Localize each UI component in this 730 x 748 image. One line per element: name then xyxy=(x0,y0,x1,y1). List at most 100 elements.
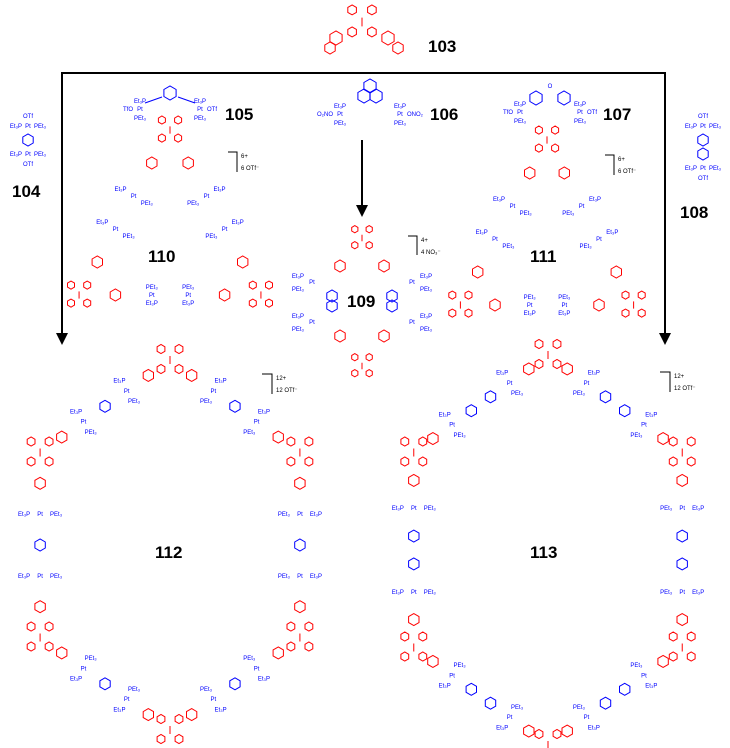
pet3-label: PEt₃ xyxy=(85,656,98,662)
pyridine-ring xyxy=(523,362,535,376)
arrowhead-center xyxy=(356,205,368,217)
label-108: 108 xyxy=(680,203,708,222)
otf-label: OTf xyxy=(698,176,708,182)
pt-label: Pt xyxy=(700,124,706,130)
pyridine-ring xyxy=(472,265,484,279)
pet3-label: PEt₃ xyxy=(243,430,256,436)
et3p-label: Et₃P xyxy=(589,197,601,203)
phenyl-ring xyxy=(534,358,544,370)
tpe-ligand xyxy=(448,290,473,318)
phenyl-ring xyxy=(637,290,646,300)
pyridine-ring xyxy=(142,708,154,722)
pyridine-ring xyxy=(109,288,122,302)
charge-value: 6+ xyxy=(241,154,248,160)
pt-label: Pt xyxy=(137,107,143,113)
phenyl-ring xyxy=(286,621,296,632)
phenyl-ring xyxy=(418,456,428,467)
pt-label: Pt xyxy=(149,293,155,299)
pt-label: Pt xyxy=(700,166,706,172)
phenyl-ring xyxy=(157,133,166,143)
et3p-label: Et₃P xyxy=(215,708,227,714)
et3p-label: Et₃P xyxy=(310,574,322,580)
pet3-label: PEt₃ xyxy=(50,512,63,518)
linker-ring xyxy=(99,399,111,413)
phenyl-ring xyxy=(304,436,314,447)
et3p-label: Et₃P xyxy=(96,220,108,226)
et3p-label: Et₃P xyxy=(493,197,505,203)
phenyl-ring xyxy=(174,115,183,125)
pet3-label: PEt₃ xyxy=(660,506,673,512)
tpe-ligand xyxy=(351,353,373,378)
pt-label: Pt xyxy=(641,673,647,679)
pyridine-ring xyxy=(427,654,439,668)
phenanthrene-ring xyxy=(386,289,398,303)
phenyl-ring xyxy=(400,436,410,447)
linker-ring xyxy=(484,696,497,710)
pet3-label: PEt₃ xyxy=(524,295,537,301)
leaving-group-label: OTf xyxy=(587,110,597,116)
charge-value: 12+ xyxy=(674,374,685,380)
pyridine-ring xyxy=(294,600,306,614)
pt-label: Pt xyxy=(397,112,403,118)
leaving-group-label: TfO xyxy=(123,107,133,113)
phenyl-ring xyxy=(67,298,75,308)
linker-ring xyxy=(408,557,420,571)
pyridine-ring xyxy=(91,255,103,269)
ring xyxy=(369,88,383,104)
phenyl-ring xyxy=(365,241,373,250)
phenyl-ring xyxy=(367,4,377,16)
pt-label: Pt xyxy=(210,389,216,395)
pet3-label: PEt₃ xyxy=(182,285,195,291)
pet3-label: PEt₃ xyxy=(424,590,437,596)
pyridine-ring xyxy=(657,432,669,446)
pt-label: Pt xyxy=(507,715,513,721)
phenyl-ring xyxy=(365,353,373,362)
ring xyxy=(529,90,543,106)
pet3-label: PEt₃ xyxy=(200,687,213,693)
pet3-label: PEt₃ xyxy=(558,295,571,301)
phenyl-ring xyxy=(365,225,373,234)
ring xyxy=(557,90,571,106)
counterion: 6 OTf⁻ xyxy=(618,169,636,175)
tpe-ligand xyxy=(351,225,373,250)
pet3-label: PEt₃ xyxy=(134,116,147,122)
phenyl-ring xyxy=(44,456,54,467)
pt-label: Pt xyxy=(197,107,203,113)
et3p-label: Et₃P xyxy=(392,590,404,596)
linker-ring xyxy=(465,404,477,418)
phenyl-ring xyxy=(534,338,544,350)
et3p-label: Et₃P xyxy=(10,124,22,130)
leaving-group-label: ONO₂ xyxy=(407,112,424,118)
pet3-label: PEt₃ xyxy=(278,512,291,518)
pet3-label: PEt₃ xyxy=(278,574,291,580)
phenyl-ring xyxy=(668,631,678,642)
et3p-label: Et₃P xyxy=(524,311,536,317)
pet3-label: PEt₃ xyxy=(574,119,587,125)
pet3-label: PEt₃ xyxy=(34,124,47,130)
phenyl-ring xyxy=(156,713,166,725)
phenyl-ring xyxy=(400,651,410,662)
pt-label: Pt xyxy=(584,381,590,387)
phenyl-ring xyxy=(686,456,696,467)
label-112: 112 xyxy=(155,543,182,562)
phenyl-ring xyxy=(418,651,428,662)
pet3-label: PEt₃ xyxy=(123,234,136,240)
pt-label: Pt xyxy=(25,124,31,130)
tpe-ligand xyxy=(26,436,54,467)
pet3-label: PEt₃ xyxy=(146,285,159,291)
